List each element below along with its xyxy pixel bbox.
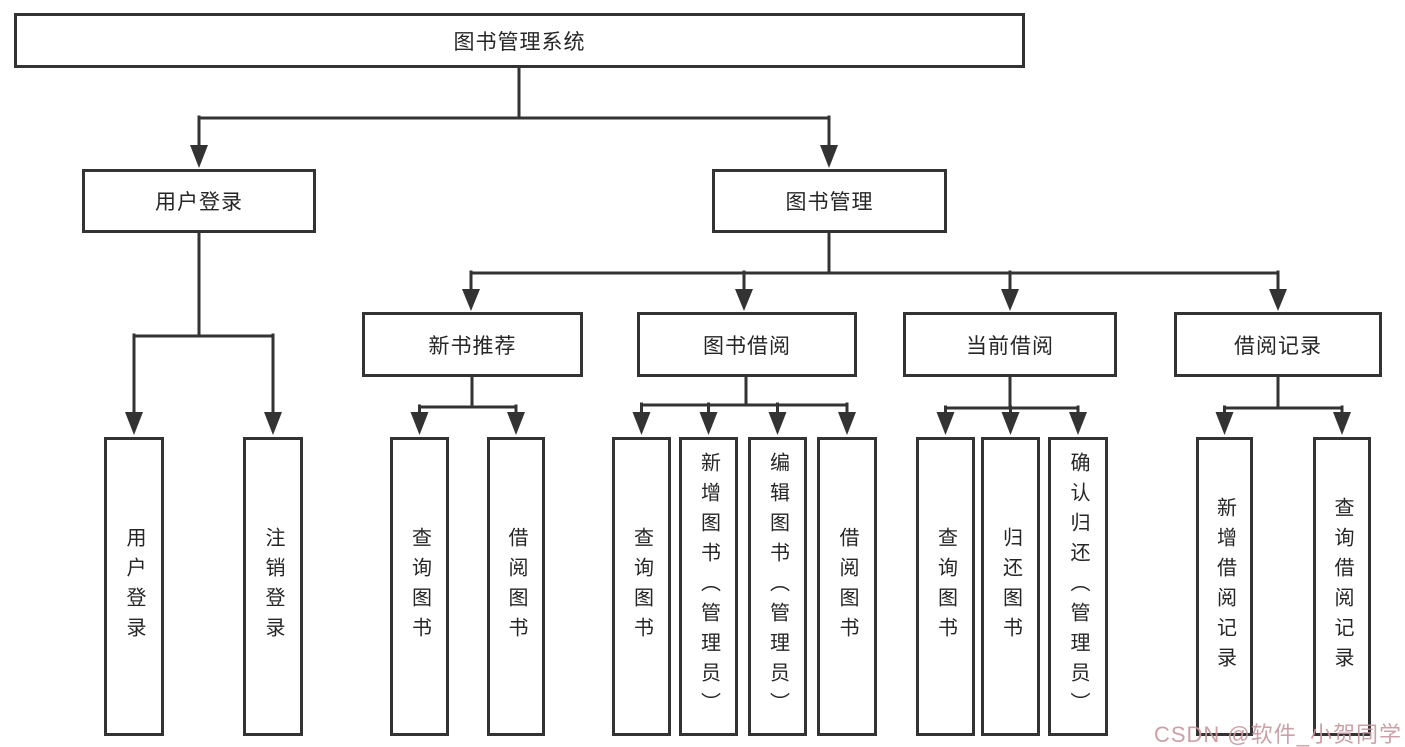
node-new-book-recommend: 新书推荐 <box>362 312 583 377</box>
leaf-current-query: 查询图书 <box>916 437 975 736</box>
leaf-current-return: 归还图书 <box>981 437 1040 736</box>
leaf-borrow-book: 借阅图书 <box>817 437 877 736</box>
node-root-system: 图书管理系统 <box>14 13 1025 68</box>
leaf-borrow-edit-admin: 编辑图书（管理员） <box>748 437 807 736</box>
node-book-borrow: 图书借阅 <box>637 312 857 377</box>
node-borrow-record: 借阅记录 <box>1174 312 1382 377</box>
leaf-borrow-query: 查询图书 <box>612 437 671 736</box>
leaf-record-add: 新增借阅记录 <box>1196 437 1253 736</box>
leaf-newbook-borrow: 借阅图书 <box>487 437 545 736</box>
node-book-management: 图书管理 <box>712 169 947 233</box>
arrowheads <box>125 145 1351 435</box>
leaf-newbook-query: 查询图书 <box>390 437 449 736</box>
leaf-logout: 注销登录 <box>243 437 303 736</box>
leaf-user-login: 用户登录 <box>104 437 164 736</box>
leaf-borrow-add-admin: 新增图书（管理员） <box>679 437 738 736</box>
leaf-current-confirm-admin: 确认归还（管理员） <box>1048 437 1108 736</box>
node-user-login: 用户登录 <box>82 169 316 233</box>
node-current-borrow: 当前借阅 <box>903 312 1117 377</box>
leaf-record-query: 查询借阅记录 <box>1313 437 1371 736</box>
